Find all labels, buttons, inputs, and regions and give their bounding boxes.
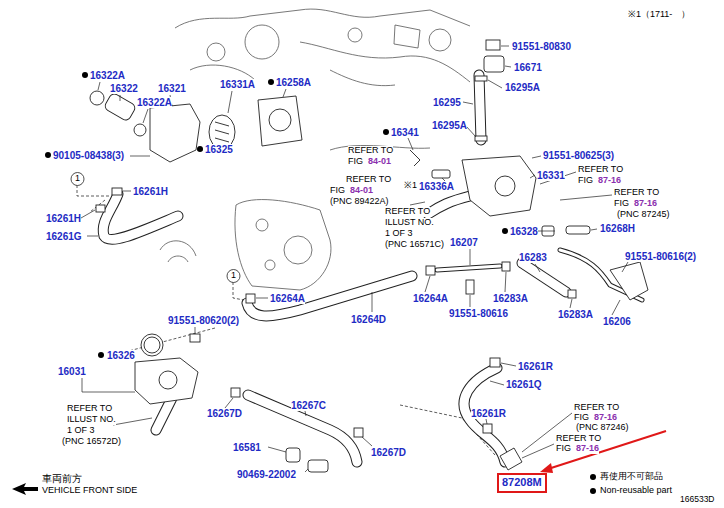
pipe-outline	[437, 250, 642, 300]
note-text: ※1	[404, 181, 417, 191]
part-number: 16322A	[90, 70, 125, 81]
note-text: 1	[231, 271, 236, 281]
note-text: 166533D	[680, 495, 715, 504]
part-number: 16261Q	[506, 379, 542, 390]
part-number: 16325	[205, 144, 233, 155]
note-text: REFER TO	[385, 207, 430, 217]
part-number: 16264A	[270, 293, 305, 304]
part-number: 16207	[450, 237, 478, 248]
part-number: 16322A	[137, 97, 172, 108]
figure-reference: 84-01	[350, 186, 373, 196]
part-number: 91551-80625(3)	[543, 150, 614, 161]
part-number: 16264D	[351, 314, 386, 325]
part-number: 16261R	[471, 408, 506, 419]
leader-line	[81, 46, 628, 472]
part-shape	[90, 40, 648, 472]
part-number: 16283A	[558, 309, 593, 320]
part-number: 90105-08438(3)	[53, 150, 124, 161]
note-text: (PNC 16572D)	[62, 437, 121, 447]
part-number: 90469-22002	[237, 469, 296, 480]
part-number: 16031	[58, 366, 86, 377]
note-text: FIG	[348, 157, 363, 167]
note-text: REFER TO	[614, 188, 659, 198]
hose-outline	[103, 75, 566, 462]
note-text: FIG	[614, 199, 629, 209]
legend-row: Non-reusable part	[590, 486, 672, 496]
part-number: 87208M	[502, 476, 542, 489]
part-number: 16671	[514, 62, 542, 73]
note-text: 車両前方	[42, 473, 82, 484]
part-number: 16322	[110, 83, 138, 94]
part-number: 16336A	[419, 181, 454, 192]
part-number-box: 87208M	[497, 473, 547, 493]
part-number: 16261H	[133, 186, 168, 197]
note-text: (PNC 87246)	[576, 423, 629, 433]
legend-text: 再使用不可部品	[600, 471, 663, 481]
part-number: 16326	[107, 350, 135, 361]
note-text: ※1（1711- ）	[628, 10, 690, 20]
figure-reference: 87-16	[576, 444, 599, 454]
note-text: REFER TO	[346, 175, 391, 185]
callout-circle	[71, 173, 240, 283]
note-text: FIG	[578, 176, 593, 186]
part-number: 16267D	[371, 447, 406, 458]
part-number: 16261G	[46, 231, 82, 242]
legend-marker	[590, 488, 596, 494]
part-number: 16206	[603, 316, 631, 327]
note-text: 1	[75, 174, 80, 184]
figure-reference: 87-16	[598, 176, 621, 186]
engine-outline	[160, 9, 470, 290]
note-text: (PNC 89422A)	[330, 197, 389, 207]
figure-reference: 87-16	[594, 413, 617, 423]
part-number: 16295	[433, 97, 461, 108]
note-text: 1 OF 3	[385, 229, 413, 239]
note-text: VEHICLE FRONT SIDE	[42, 486, 137, 496]
front-arrow	[12, 483, 38, 495]
part-number: 16283A	[493, 293, 528, 304]
part-number: 16328	[510, 226, 538, 237]
part-number: 16267C	[291, 400, 326, 411]
part-number: 16321	[158, 83, 186, 94]
note-text: ILLUST NO.	[385, 218, 434, 228]
note-text: (PNC 87245)	[617, 210, 670, 220]
pipe-fill	[437, 250, 642, 300]
note-text: ILLUST NO.	[67, 415, 116, 425]
part-number: 16341	[391, 127, 419, 138]
part-number: 91551-80616(2)	[625, 251, 696, 262]
part-number: 16267D	[207, 408, 242, 419]
part-number: 16581	[233, 442, 261, 453]
highlight-arrow	[540, 431, 666, 473]
part-number: 91551-80620(2)	[168, 315, 239, 326]
part-number: 16258A	[276, 77, 311, 88]
note-text: REFER TO	[574, 403, 619, 413]
part-number: 16264A	[413, 293, 448, 304]
figure-reference: 87-16	[634, 199, 657, 209]
part-number: 16331A	[220, 79, 255, 90]
note-text: REFER TO	[556, 434, 601, 444]
note-text: FIG	[330, 186, 345, 196]
part-number: 91551-80830	[512, 41, 571, 52]
part-number: 16295A	[432, 120, 467, 131]
note-text: REFER TO	[67, 404, 112, 414]
legend-marker	[590, 474, 596, 480]
non-reusable-dot	[45, 72, 508, 358]
part-number: 16295A	[505, 82, 540, 93]
note-text: 1 OF 3	[67, 426, 95, 436]
part-number: 16268H	[600, 223, 635, 234]
note-text: FIG	[574, 413, 589, 423]
note-text: REFER TO	[348, 146, 393, 156]
part-number: 16283	[519, 252, 547, 263]
note-text: (PNC 16571C)	[385, 240, 444, 250]
part-number: 91551-80616	[449, 308, 508, 319]
note-text: FIG	[556, 444, 571, 454]
part-number: 16261H	[46, 213, 81, 224]
part-number: 16331	[537, 170, 565, 181]
hose-fill	[103, 75, 566, 462]
legend-text: Non-reusable part	[600, 485, 672, 495]
part-number: 16261R	[518, 361, 553, 372]
legend-row: 再使用不可部品	[590, 472, 663, 482]
figure-reference: 84-01	[368, 157, 391, 167]
note-text: REFER TO	[578, 165, 623, 175]
